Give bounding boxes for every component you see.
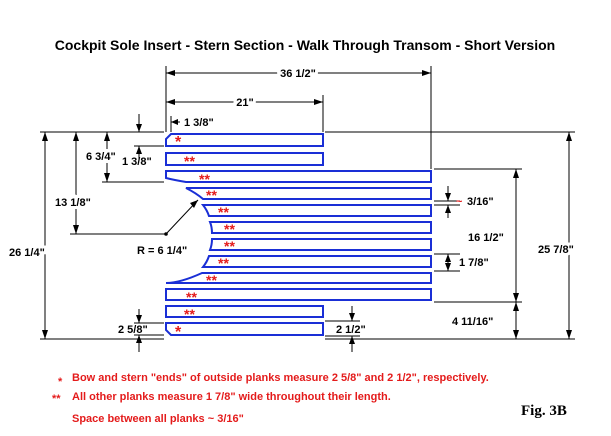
dim-bottom-right: 2 1/2" [336,324,366,336]
dimension-lines [40,66,575,352]
dim-bottom-left: 2 5/8" [118,324,148,336]
plank-5 [200,204,432,217]
diagram-title: Cockpit Sole Insert - Stern Section - Wa… [55,37,555,53]
marker-plank-6: ** [224,221,235,237]
marker-plank-2: ** [184,153,195,169]
notes: * Bow and stern "ends" of outside planks… [52,372,489,425]
plank-group [165,133,432,336]
marker-plank-4: ** [206,187,217,203]
plank-3 [165,170,432,183]
dim-plank-width: 1 7/8" [459,257,489,269]
dim-right-mid: 16 1/2" [468,232,504,244]
marker-plank-11: ** [184,306,195,322]
plank-1 [165,133,324,147]
dim-end-offset: 1 3/8" [184,117,214,129]
note-1: Bow and stern "ends" of outside planks m… [72,372,489,384]
dim-left-a: 6 3/4" [86,151,116,163]
marker-plank-5: ** [218,204,229,220]
dim-left-c: 13 1/8" [55,197,91,209]
plank-7 [208,238,432,251]
plank-2 [165,152,324,166]
dim-left-b: 1 3/8" [122,156,152,168]
dim-radius: R = 6 1/4" [137,245,187,257]
plank-9 [165,272,432,284]
dim-overall-length: 36 1/2" [280,68,316,80]
dim-gap: 3/16" [467,196,494,208]
plank-10 [165,288,432,301]
plank-6 [208,221,432,234]
dimension-labels: 36 1/2" 21" 1 3/8" 6 3/4" 1 3/8" 13 1/8"… [6,65,577,336]
note-1-marker: * [58,376,63,388]
marker-plank-10: ** [186,289,197,305]
dim-right-bottom: 4 11/16" [452,316,493,328]
marker-plank-1: * [175,134,182,151]
note-2: All other planks measure 1 7/8" wide thr… [72,391,391,403]
note-3: Space between all planks ~ 3/16" [72,413,244,425]
dim-right-total: 25 7/8" [538,244,574,256]
figure-label: Fig. 3B [521,403,567,419]
note-2-marker: ** [52,393,61,405]
marker-plank-3: ** [199,171,210,187]
marker-group: * ** ** ** ** ** ** ** ** ** ** * [175,134,235,341]
marker-plank-7: ** [224,238,235,254]
marker-plank-8: ** [218,255,229,271]
dim-left-total: 26 1/4" [9,247,45,259]
plank-4 [185,187,432,200]
plank-8 [200,255,432,268]
marker-plank-9: ** [206,272,217,288]
plank-12 [165,322,324,336]
dim-mid-length: 21" [236,97,253,109]
plank-11 [165,305,324,318]
dim-gap-tilde: ~ [456,196,463,208]
marker-plank-12: * [175,324,182,341]
